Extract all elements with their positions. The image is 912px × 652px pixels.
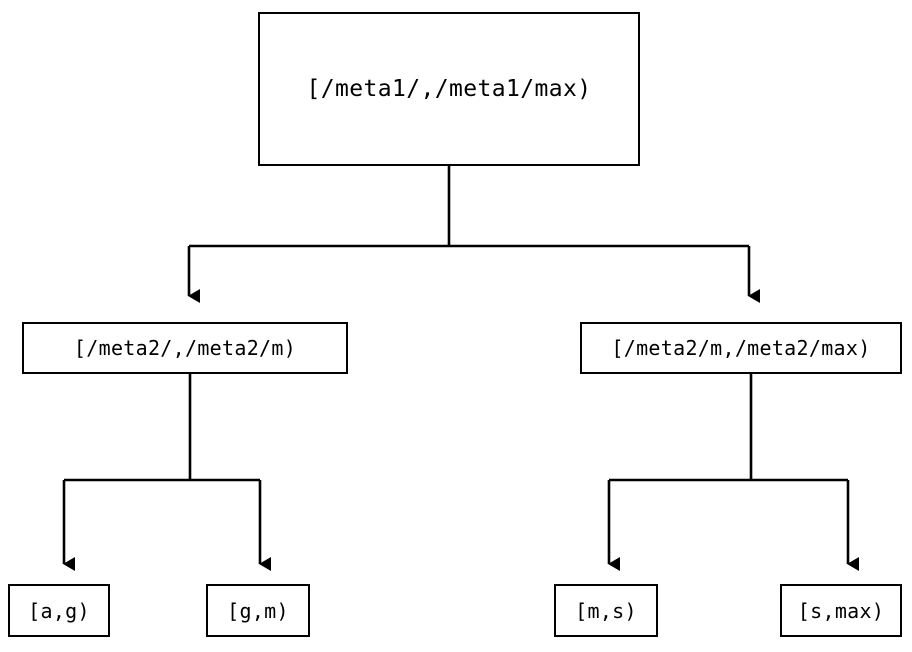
node-mid-left-label: [/meta2/,/meta2/m): [73, 336, 297, 360]
node-root-label: [/meta1/,/meta1/max): [306, 76, 592, 102]
node-root[interactable]: [/meta1/,/meta1/max): [258, 12, 640, 166]
node-leaf-g-m-label: [g,m): [227, 598, 289, 623]
edge-mid-left-to-leaves: [62, 374, 271, 571]
node-leaf-a-g-label: [a,g): [28, 598, 90, 623]
node-leaf-m-s[interactable]: [m,s): [554, 584, 658, 637]
node-leaf-g-m[interactable]: [g,m): [206, 584, 310, 637]
edge-mid-right-to-leaves: [607, 374, 859, 571]
node-leaf-a-g[interactable]: [a,g): [8, 584, 110, 637]
node-leaf-m-s-label: [m,s): [575, 598, 637, 623]
node-leaf-s-max[interactable]: [s,max): [780, 584, 902, 637]
edge-root-to-level2: [187, 166, 760, 303]
node-mid-right-label: [/meta2/m,/meta2/max): [611, 336, 871, 360]
node-mid-right[interactable]: [/meta2/m,/meta2/max): [580, 322, 902, 374]
node-leaf-s-max-label: [s,max): [797, 598, 885, 623]
node-mid-left[interactable]: [/meta2/,/meta2/m): [22, 322, 348, 374]
